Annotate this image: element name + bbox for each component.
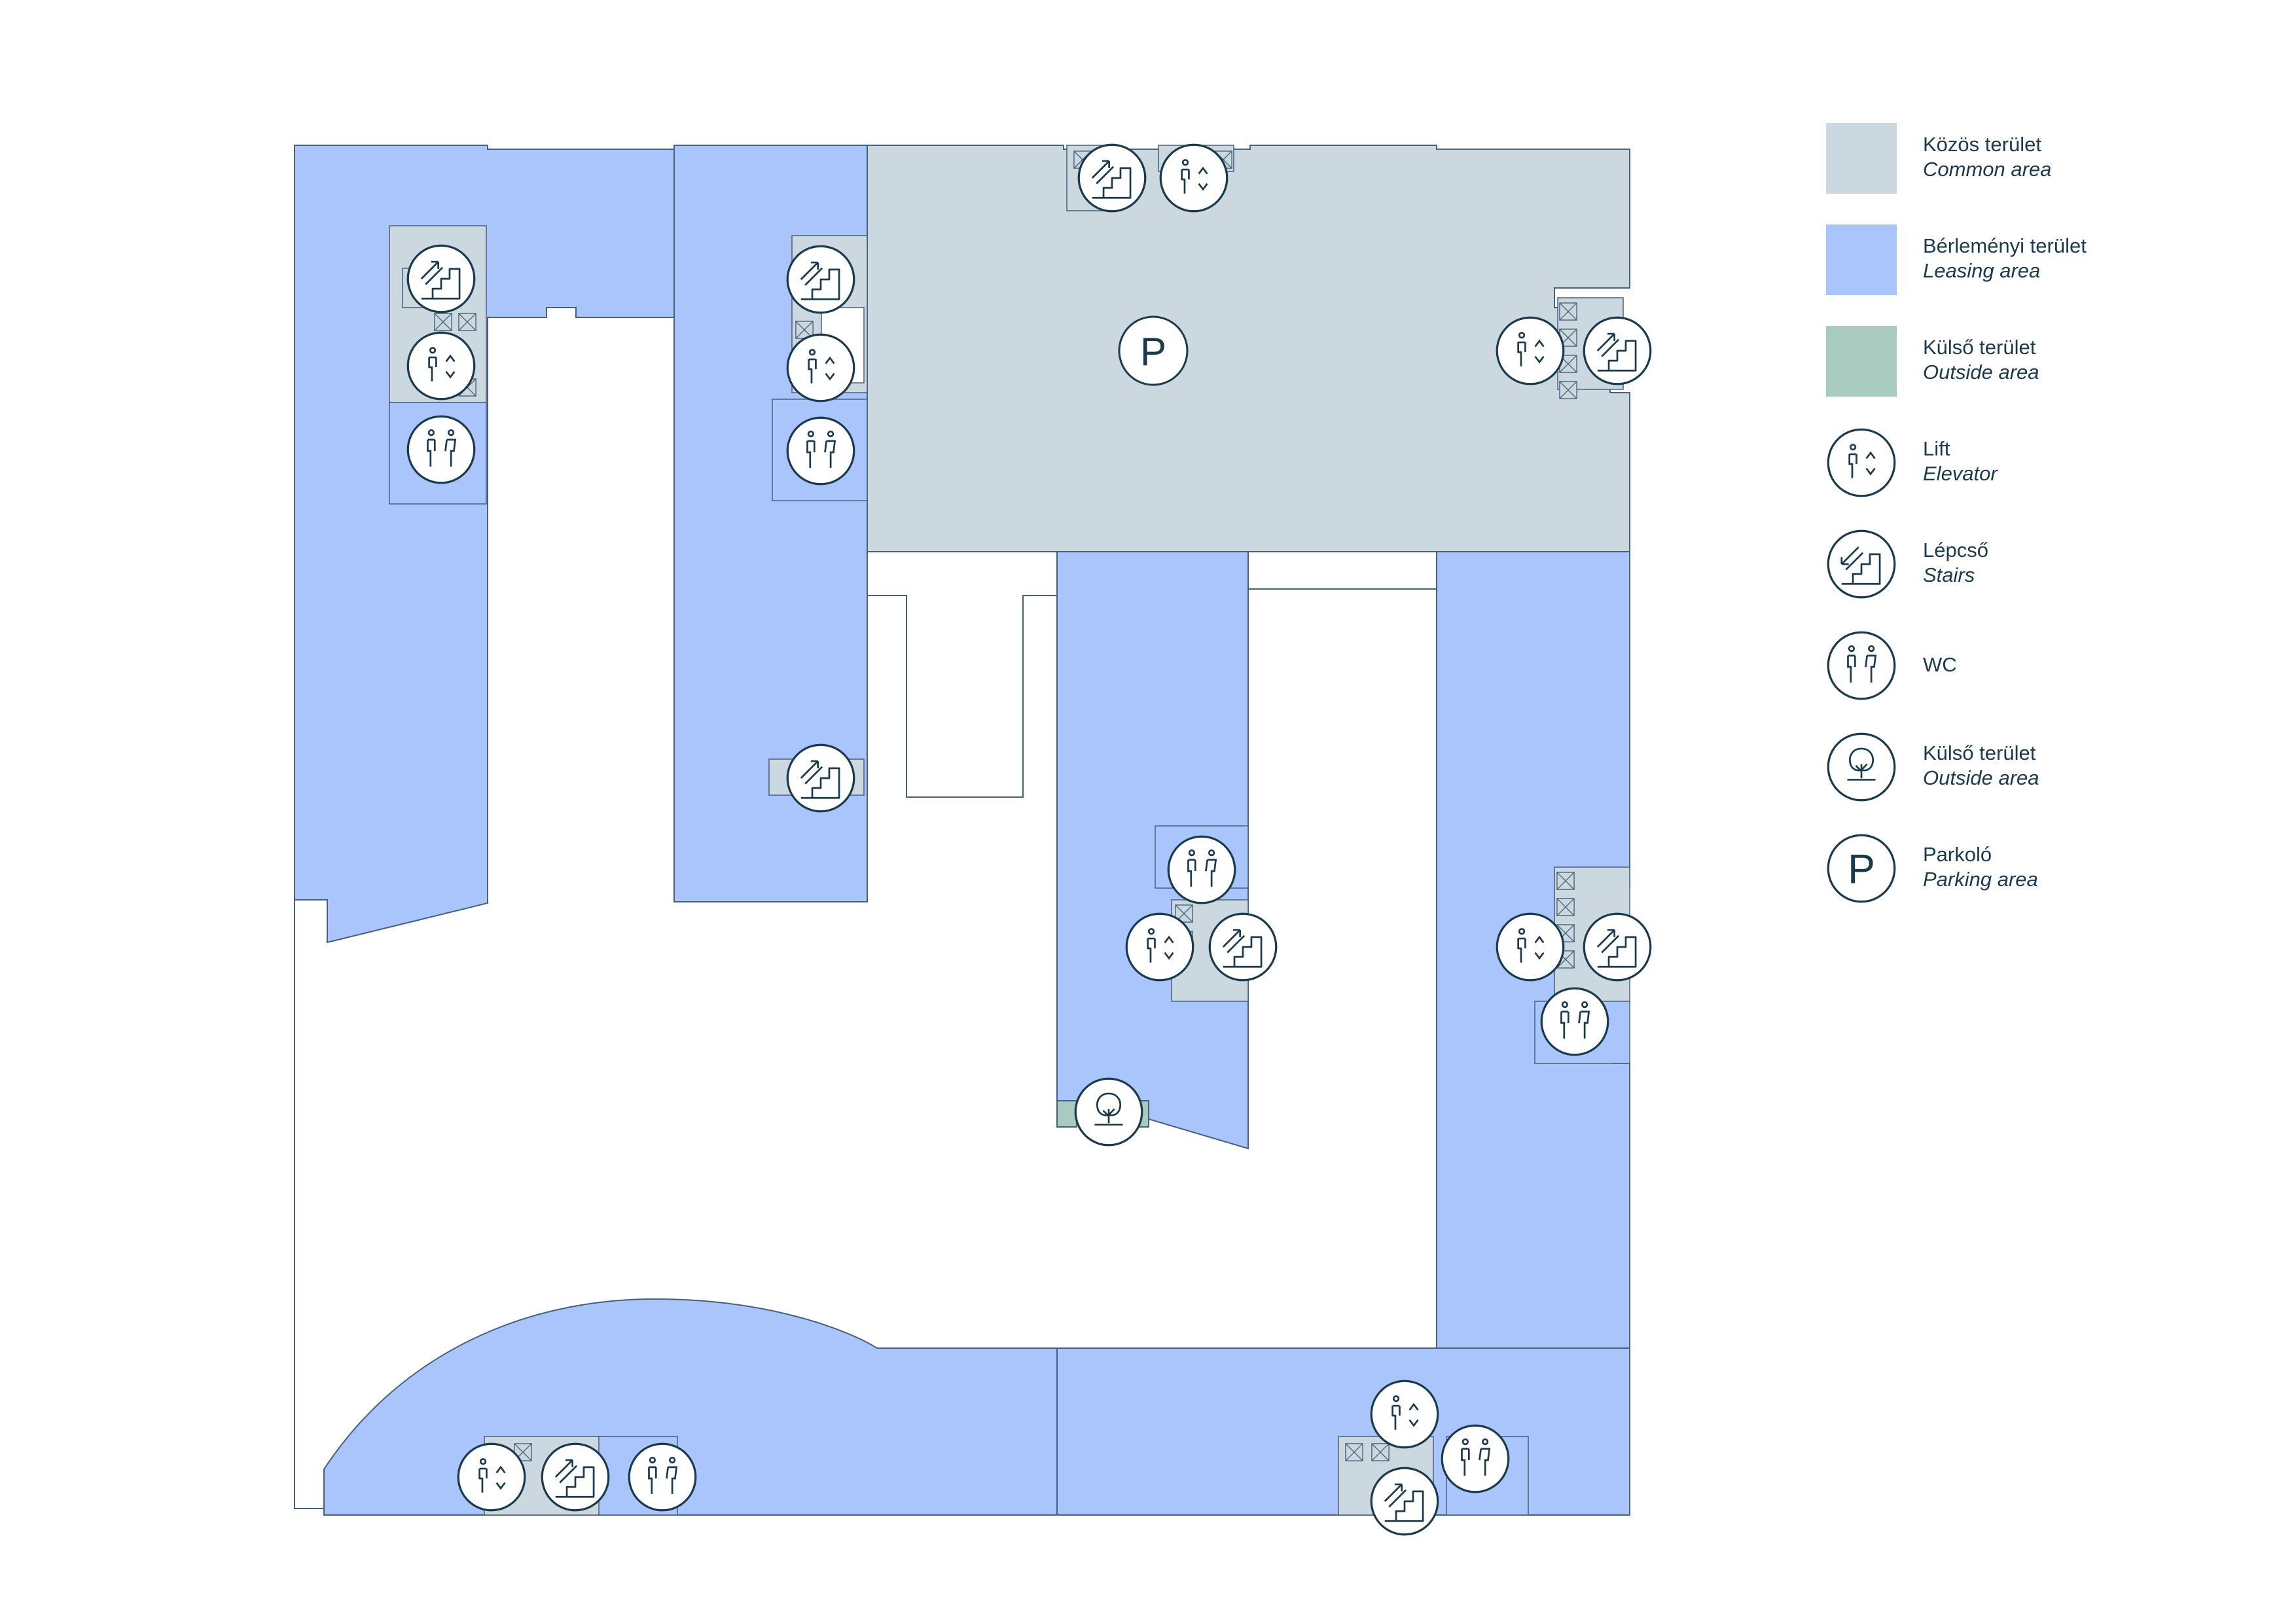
legend-label-hu: Közös terület xyxy=(1923,133,2041,156)
stairs-icon xyxy=(1583,316,1652,385)
legend-item-common: Közös terület Common area xyxy=(1826,123,2251,195)
tree-icon xyxy=(1074,1077,1143,1147)
legend-label: Külső terület Outside area xyxy=(1923,741,2039,791)
stairs-icon xyxy=(1077,143,1147,213)
legend-label-en: Leasing area xyxy=(1923,259,2041,282)
elevator-icon xyxy=(1370,1380,1439,1449)
elevator-icon xyxy=(1496,912,1565,982)
wc-icon xyxy=(628,1442,697,1512)
stairs-icon xyxy=(1827,529,1896,599)
wc-icon xyxy=(1441,1424,1510,1493)
stairs-icon xyxy=(1208,912,1278,982)
elevator-icon xyxy=(406,331,476,401)
legend-item-outside: Külső terület Outside area xyxy=(1826,326,2251,398)
legend-label: Parkoló Parking area xyxy=(1923,842,2038,892)
parking-symbol: P xyxy=(1140,330,1166,374)
legend-label-en: Common area xyxy=(1923,158,2052,181)
wc-icon xyxy=(786,416,855,486)
stairs-icon xyxy=(786,743,855,813)
legend-label-en: Stairs xyxy=(1923,563,1975,586)
legend-item-wc: WC xyxy=(1826,630,2251,702)
legend-label: WC xyxy=(1923,652,1957,677)
legend-item-outside-icon: Külső terület Outside area xyxy=(1826,732,2251,804)
wc-icon xyxy=(1827,631,1896,700)
parking-icon: P xyxy=(1118,315,1189,386)
legend-label-hu: Lift xyxy=(1923,437,1950,460)
stairs-icon xyxy=(1370,1467,1439,1536)
elevator-icon xyxy=(1159,143,1229,213)
legend-label-hu: Bérleményi terület xyxy=(1923,234,2087,257)
elevator-icon xyxy=(1125,912,1194,982)
parking-symbol: P xyxy=(1848,847,1875,893)
legend-label-en: Elevator xyxy=(1923,462,1998,485)
legend-label-hu: Lépcső xyxy=(1923,539,1988,562)
elevator-icon xyxy=(1496,316,1565,385)
legend-label-en: Parking area xyxy=(1923,868,2038,891)
stairs-icon xyxy=(406,244,476,313)
tree-icon xyxy=(1827,732,1896,802)
map-icons: P xyxy=(406,143,1652,1536)
elevator-icon xyxy=(1827,428,1896,497)
legend-label: Lift Elevator xyxy=(1923,437,1998,486)
legend-label: Bérleményi terület Leasing area xyxy=(1923,234,2087,283)
wc-icon xyxy=(406,415,476,484)
leasing-area-swatch xyxy=(1826,224,1897,295)
elevator-icon xyxy=(786,333,855,402)
legend-item-elevator: Lift Elevator xyxy=(1826,427,2251,499)
outside-area-swatch xyxy=(1826,326,1897,397)
legend-label-hu: Külső terület xyxy=(1923,741,2036,764)
stairs-icon xyxy=(786,245,855,314)
stairs-icon xyxy=(541,1442,610,1512)
legend-item-stairs: Lépcső Stairs xyxy=(1826,529,2251,601)
building-outlines xyxy=(294,317,1630,1516)
elevator-icon xyxy=(457,1442,526,1512)
legend-label: Lépcső Stairs xyxy=(1923,538,1988,588)
wc-icon xyxy=(1540,987,1609,1056)
legend-item-leasing: Bérleményi terület Leasing area xyxy=(1826,224,2251,296)
wc-icon xyxy=(1167,835,1236,904)
legend-label: Külső terület Outside area xyxy=(1923,335,2039,385)
parking-icon: P xyxy=(1827,834,1896,903)
legend-label-hu: WC xyxy=(1923,653,1957,676)
legend-item-parking: P Parkoló Parking area xyxy=(1826,833,2251,905)
stairs-icon xyxy=(1583,912,1652,982)
legend-label: Közös terület Common area xyxy=(1923,132,2051,182)
legend-label-hu: Külső terület xyxy=(1923,336,2036,359)
legend-label-en: Outside area xyxy=(1923,361,2039,383)
legend-label-en: Outside area xyxy=(1923,766,2039,789)
legend-label-hu: Parkoló xyxy=(1923,843,1992,866)
common-area-swatch xyxy=(1826,123,1897,194)
